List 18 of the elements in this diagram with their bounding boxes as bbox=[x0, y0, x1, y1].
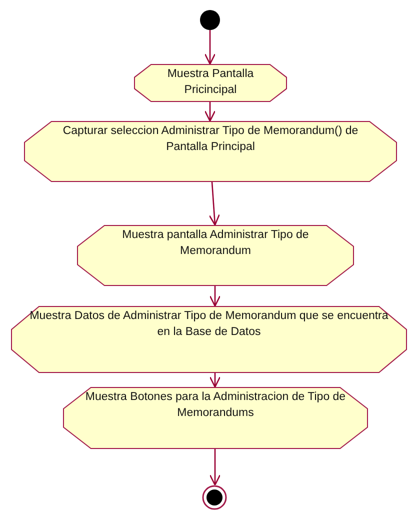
activity-node bbox=[77, 225, 354, 286]
activity-node bbox=[11, 306, 407, 373]
arrow bbox=[209, 286, 221, 307]
activity-node bbox=[24, 121, 397, 182]
activity-label: Muestra Botones para la Administracion de Tipo de Memorandums bbox=[84, 390, 347, 421]
activity-label: Capturar seleccion Administrar Tipo de Memorandum() de Pantalla Principal bbox=[62, 124, 360, 155]
activity-label: Muestra pantalla Administrar Tipo de Memorandum bbox=[121, 228, 310, 259]
arrow bbox=[204, 102, 216, 122]
activity-label: Muestra Datos de Administrar Tipo de Memorandum que se encuentra en la Base de Datos bbox=[28, 309, 390, 340]
final-node bbox=[202, 485, 227, 510]
activity-label: Muestra Pantalla Pricincipal bbox=[166, 67, 255, 98]
arrow bbox=[208, 182, 220, 226]
activity-node bbox=[63, 387, 368, 449]
arrow bbox=[209, 449, 221, 486]
arrow bbox=[204, 30, 216, 65]
arrow bbox=[209, 373, 221, 388]
activity-node bbox=[134, 64, 287, 102]
initial-node bbox=[200, 10, 220, 30]
